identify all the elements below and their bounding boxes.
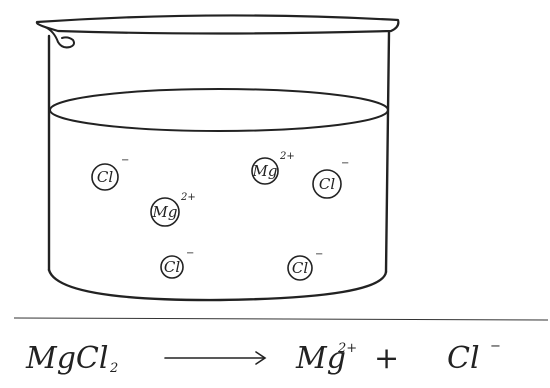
ion-cl-2: Cl − bbox=[312, 158, 349, 199]
ion-mg-1: Mg 2+ bbox=[251, 151, 295, 185]
ion-cl-3: Cl − bbox=[160, 248, 194, 279]
ion-symbol: Cl bbox=[319, 175, 335, 193]
beaker-rim bbox=[35, 14, 400, 35]
dissociation-equation: MgCl 2 Mg 2+ + Cl − bbox=[25, 339, 501, 376]
ion-mg-2: Mg 2+ bbox=[150, 192, 196, 227]
ion-symbol: Cl bbox=[292, 259, 308, 277]
ion-circle bbox=[251, 157, 279, 185]
plus-sign: + bbox=[374, 341, 399, 376]
product-mg-charge: 2+ bbox=[337, 341, 357, 356]
product-mg: Mg bbox=[295, 341, 346, 376]
ion-charge: 2+ bbox=[180, 192, 196, 203]
beaker-right-wall bbox=[384, 30, 391, 274]
ion-charge: 2+ bbox=[279, 151, 295, 162]
liquid-surface bbox=[49, 88, 389, 132]
ion-charge: − bbox=[341, 158, 349, 169]
ion-symbol: Cl bbox=[164, 258, 180, 276]
ion-charge: − bbox=[186, 248, 194, 259]
product-cl-charge: − bbox=[490, 339, 501, 354]
ion-circle bbox=[312, 169, 342, 199]
ion-symbol: Mg bbox=[152, 203, 178, 221]
ion-circle bbox=[91, 163, 119, 191]
ion-symbol: Cl bbox=[97, 168, 113, 186]
ion-cl-1: Cl − bbox=[91, 155, 129, 191]
ion-circle bbox=[160, 255, 184, 279]
separator-line bbox=[13, 317, 549, 321]
reactant-formula: MgCl bbox=[25, 341, 108, 376]
beaker-spout bbox=[44, 26, 75, 49]
ion-circle bbox=[287, 255, 313, 281]
ion-symbol: Mg bbox=[252, 162, 278, 180]
product-cl: Cl bbox=[447, 341, 480, 376]
ion-charge: − bbox=[121, 155, 129, 166]
ion-circle bbox=[150, 197, 180, 227]
ion-charge: − bbox=[315, 249, 323, 260]
reactant-subscript: 2 bbox=[109, 361, 118, 376]
beaker bbox=[35, 14, 400, 302]
beaker-bottom bbox=[47, 268, 388, 302]
reaction-arrow bbox=[164, 351, 267, 365]
ion-cl-4: Cl − bbox=[287, 249, 323, 281]
